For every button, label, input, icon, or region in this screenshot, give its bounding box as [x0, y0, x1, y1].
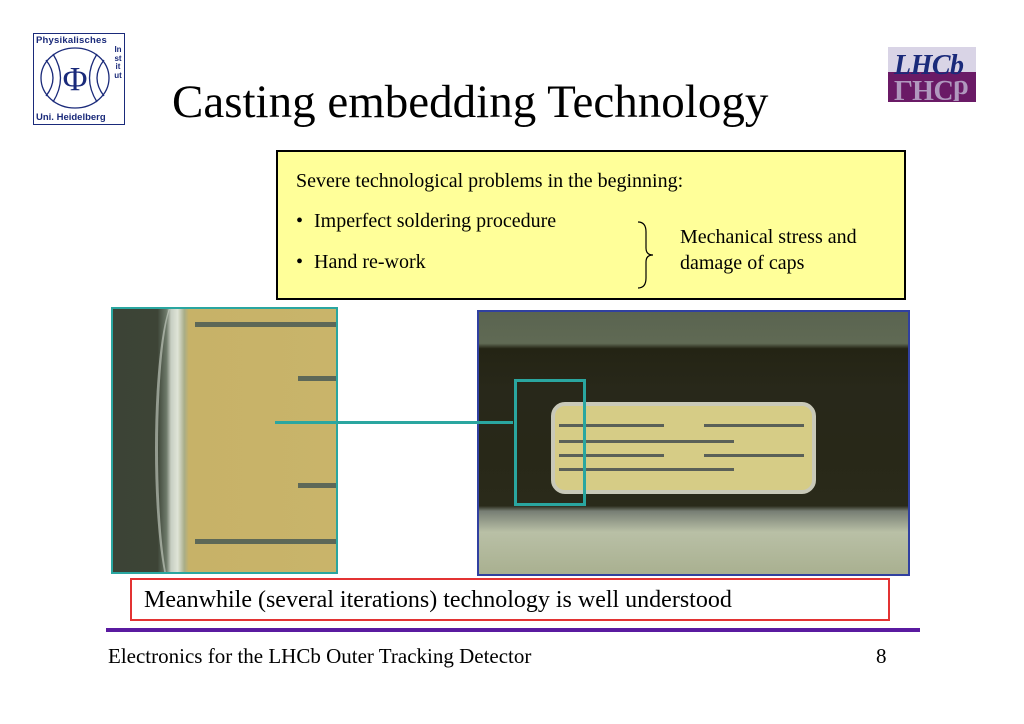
electrode-stripe	[559, 440, 734, 443]
electrode-stripe	[704, 424, 804, 427]
problems-box: Severe technological problems in the beg…	[276, 150, 906, 300]
bullet-text: Imperfect soldering procedure	[314, 210, 557, 232]
footer-title: Electronics for the LHCb Outer Tracking …	[108, 644, 532, 668]
electrode-stripe	[559, 424, 664, 427]
logo-symbol: Φ	[63, 61, 88, 98]
capacitor-body	[551, 402, 816, 494]
bullet-glyph: •	[296, 251, 304, 273]
logo-reflection: LHCb	[894, 74, 969, 102]
lhcb-logo: LHCb LHCb	[888, 47, 976, 102]
edge-curve	[155, 309, 198, 572]
footer-divider	[106, 628, 920, 632]
electrode-stripe	[559, 468, 734, 471]
bullet-item: • Imperfect soldering procedure	[296, 210, 556, 233]
right-brace-icon	[637, 221, 654, 289]
summary-box: Meanwhile (several iterations) technolog…	[130, 578, 890, 621]
micrograph-detail	[111, 307, 338, 574]
logo-top-text: Physikalisches	[36, 35, 107, 46]
electrode-stripe	[704, 454, 804, 457]
phi-field-icon: Φ	[40, 47, 110, 109]
consequence-note: Mechanical stress and damage of caps	[680, 226, 857, 274]
logo-bottom-text: Uni. Heidelberg	[36, 112, 106, 123]
layer-line	[298, 376, 336, 381]
logo-text: LHCb	[894, 50, 964, 81]
layer-line	[195, 322, 336, 327]
logo-side-text: Institut	[114, 45, 122, 80]
problems-heading: Severe technological problems in the beg…	[296, 170, 684, 192]
logo-band	[888, 47, 976, 72]
micrograph-capacitor	[477, 310, 910, 576]
electrode-stripe	[559, 454, 664, 457]
zoom-connector-line	[275, 421, 513, 424]
institute-logo: Physikalisches Institut Φ Uni. Heidelber…	[33, 33, 125, 125]
zoom-region-marker	[514, 379, 586, 506]
page-number: 8	[876, 644, 887, 668]
layer-line	[298, 483, 336, 488]
summary-text: Meanwhile (several iterations) technolog…	[144, 587, 732, 613]
bullet-item: • Hand re-work	[296, 251, 426, 274]
bullet-text: Hand re-work	[314, 251, 426, 273]
slide-title: Casting embedding Technology	[172, 76, 769, 128]
layer-line	[195, 539, 336, 544]
bullet-glyph: •	[296, 210, 304, 232]
